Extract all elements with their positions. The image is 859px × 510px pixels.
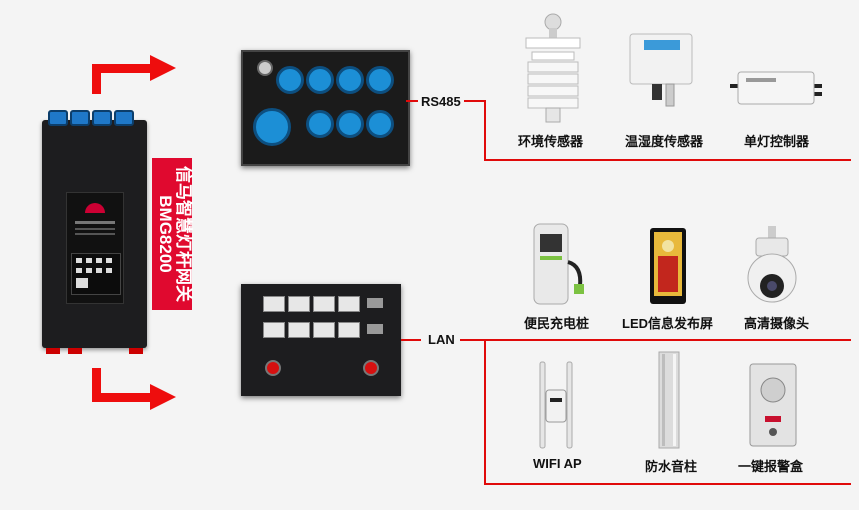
gateway-front-panel xyxy=(66,192,124,304)
waterproof-speaker-column-icon xyxy=(656,350,682,450)
device-label-hd-camera: 高清摄像头 xyxy=(744,313,809,332)
device-label-emergency-alarm: 一键报警盒 xyxy=(738,456,803,475)
lan-label: LAN xyxy=(428,332,455,347)
device-label-charging-station: 便民充电桩 xyxy=(524,313,589,332)
gateway-name: 信马智慧灯杆网关 xyxy=(174,158,192,310)
gateway-device xyxy=(42,120,147,348)
device-label-temp-humidity-sensor: 温湿度传感器 xyxy=(625,131,703,150)
weather-station-icon xyxy=(518,8,588,126)
device-label-waterproof-speaker: 防水音柱 xyxy=(645,456,697,475)
device-label-wifi-ap: WIFI AP xyxy=(533,456,582,471)
lan-stub-left xyxy=(401,339,421,341)
rs485-stub-right xyxy=(464,100,486,102)
single-lamp-controller-icon xyxy=(730,68,822,108)
lan-drop xyxy=(484,339,486,485)
wifi-ap-icon xyxy=(536,360,576,450)
rs485-drop xyxy=(484,100,486,161)
led-display-icon xyxy=(648,226,688,306)
device-label-env-sensor: 环境传感器 xyxy=(518,131,583,150)
lan-bus-line-top xyxy=(484,339,851,341)
gateway-name-banner: 信马智慧灯杆网关 BMG8200 xyxy=(152,158,192,310)
emergency-alarm-box-icon xyxy=(748,362,798,448)
rs485-bus-line xyxy=(484,159,851,161)
rs485-label: RS485 xyxy=(421,94,461,109)
charging-station-icon xyxy=(526,222,588,308)
lan-stub-right xyxy=(460,339,484,341)
lan-switch-box xyxy=(241,284,401,396)
brand-logo-icon xyxy=(85,203,105,213)
gateway-top-ports xyxy=(48,110,144,124)
device-label-single-lamp-controller: 单灯控制器 xyxy=(744,131,809,150)
gateway-model: BMG8200 xyxy=(156,158,174,310)
rs485-io-box xyxy=(241,50,410,166)
humidity-sensor-icon xyxy=(626,30,696,115)
security-camera-icon xyxy=(744,226,800,306)
rs485-stub-left xyxy=(406,100,418,102)
device-label-led-display: LED信息发布屏 xyxy=(622,313,713,332)
lan-bus-line-bottom xyxy=(484,483,851,485)
